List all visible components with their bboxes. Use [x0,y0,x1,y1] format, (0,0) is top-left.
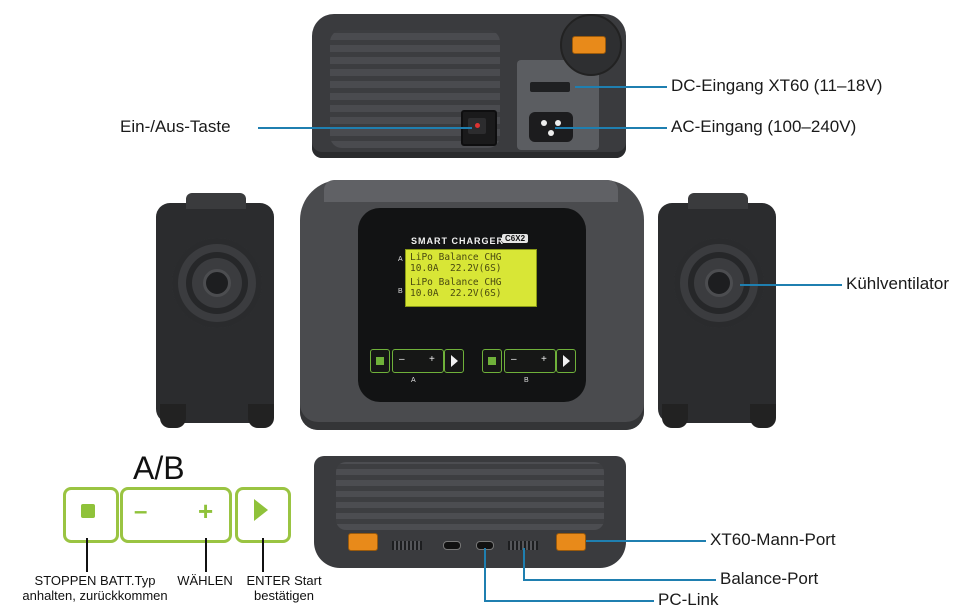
callout-ac-input: AC-Eingang (100–240V) [671,117,857,136]
callout-line-pclink [484,600,654,602]
balance-port-a [392,541,422,550]
minus-icon: – [399,354,405,365]
legend-line-enter [262,538,264,572]
callout-balance-port: Balance-Port [720,569,819,588]
callout-line-power [258,127,472,129]
bottom-grip-texture [336,462,604,530]
legend-select-label: WÄHLEN [177,573,233,588]
callout-xt60-port: XT60-Mann-Port [710,530,836,549]
ac-pin [541,120,547,126]
channel-b-stop-button[interactable] [482,349,502,373]
channel-a-stop-button[interactable] [370,349,390,373]
fan-hub [203,269,231,297]
callout-line-dc [575,86,667,88]
legend-select-button [120,487,232,543]
ac-pin [548,130,554,136]
side-foot [750,404,776,428]
callout-line-xt60 [586,540,706,542]
left-fan-icon [172,238,262,328]
right-fan-icon [674,238,764,328]
fan-hub [705,269,733,297]
xt60-output-port-b [556,533,586,551]
lcd-line-4: 10.0A 22.2V(6S) [410,288,502,299]
lcd-display [405,249,537,307]
legend-line-stop [86,538,88,572]
lcd-channel-b-mark: B [398,288,403,295]
plus-icon: + [541,354,547,365]
brand-label: SMART CHARGER [411,236,504,246]
usb-port [443,541,461,550]
channel-b-enter-button[interactable] [556,349,576,373]
legend-title: A/B [133,450,185,486]
legend-stop-label: STOPPEN BATT.Typ anhalten, zurückkommen [22,573,168,603]
plus-icon: + [429,354,435,365]
legend-line-select [205,538,207,572]
dc-input-slot [530,82,570,92]
channel-b-select-button[interactable]: – + [504,349,556,373]
callout-line-balance [523,579,716,581]
ac-pin [555,120,561,126]
callout-pc-link: PC-Link [658,590,719,609]
side-foot [160,404,186,428]
callout-fan: Kühlventilator [846,274,950,293]
callout-dc-input: DC-Eingang XT60 (11–18V) [671,76,883,95]
minus-icon: – [511,354,517,365]
plus-icon: + [198,496,214,526]
lcd-line-1: LiPo Balance CHG [410,252,502,263]
dc-xt60-connector [572,36,606,54]
callout-vline-balance [523,548,525,580]
callout-power-button: Ein-/Aus-Taste [120,117,231,136]
side-top-tab [688,193,748,209]
callout-vline-pclink [484,548,486,601]
legend-enter-label: ENTER Start bestätigen [246,573,322,603]
front-top-strip [324,180,618,202]
callout-line-ac [555,127,667,129]
power-indicator-icon [475,123,480,128]
channel-a-label: A [411,377,416,384]
stop-icon [81,504,95,518]
channel-a-enter-button[interactable] [444,349,464,373]
side-top-tab [186,193,246,209]
minus-icon: – [134,498,148,525]
model-badge: C6X2 [502,234,529,243]
xt60-output-port-a [348,533,378,551]
side-foot [662,404,688,428]
lcd-line-2: 10.0A 22.2V(6S) [410,263,502,274]
channel-b-label: B [524,377,529,384]
callout-line-fan [740,284,842,286]
balance-port-b [508,541,538,550]
side-foot [248,404,274,428]
play-arrow-icon [254,499,268,521]
lcd-channel-a-mark: A [398,256,403,263]
lcd-line-3: LiPo Balance CHG [410,277,502,288]
channel-a-select-button[interactable]: – + [392,349,444,373]
